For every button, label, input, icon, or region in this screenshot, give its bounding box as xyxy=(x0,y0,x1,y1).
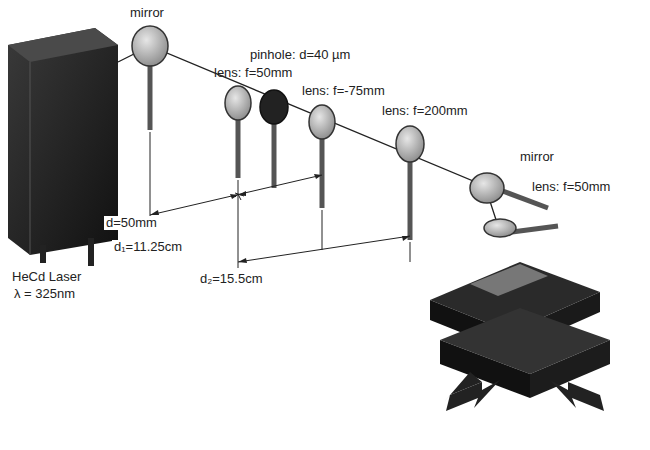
part-name: mirror xyxy=(520,150,554,164)
part-name: mirror xyxy=(130,6,164,20)
lens-symbol xyxy=(484,219,516,237)
device-name: HeCd Laser xyxy=(12,270,81,284)
optic-posts xyxy=(150,60,410,240)
dimension-label: d₁=11.25cm xyxy=(112,240,184,254)
laser-body xyxy=(8,28,118,266)
lens-symbol xyxy=(396,126,424,162)
mirror-symbol xyxy=(132,26,168,66)
part-name: pinhole: d=40 µm xyxy=(250,48,350,62)
dimension-label: d₂=15.5cm xyxy=(198,272,265,286)
dimension-arrows xyxy=(150,174,410,263)
wavelength-label: λ = 325nm xyxy=(14,287,75,301)
part-name: lens: f=50mm xyxy=(532,180,610,194)
mirror-symbol xyxy=(470,173,504,203)
part-name: lens: f=-75mm xyxy=(302,84,385,98)
dimension-lines xyxy=(150,132,410,268)
part-name: lens: f=200mm xyxy=(382,104,468,118)
laser-beam xyxy=(118,46,500,232)
part-name: lens: f=50mm xyxy=(214,66,292,80)
pinhole-symbol xyxy=(260,90,288,124)
lens-symbol xyxy=(309,105,335,139)
translation-stage xyxy=(430,262,610,411)
dimension-label: d=50mm xyxy=(104,216,159,230)
lens-symbol xyxy=(225,86,251,120)
